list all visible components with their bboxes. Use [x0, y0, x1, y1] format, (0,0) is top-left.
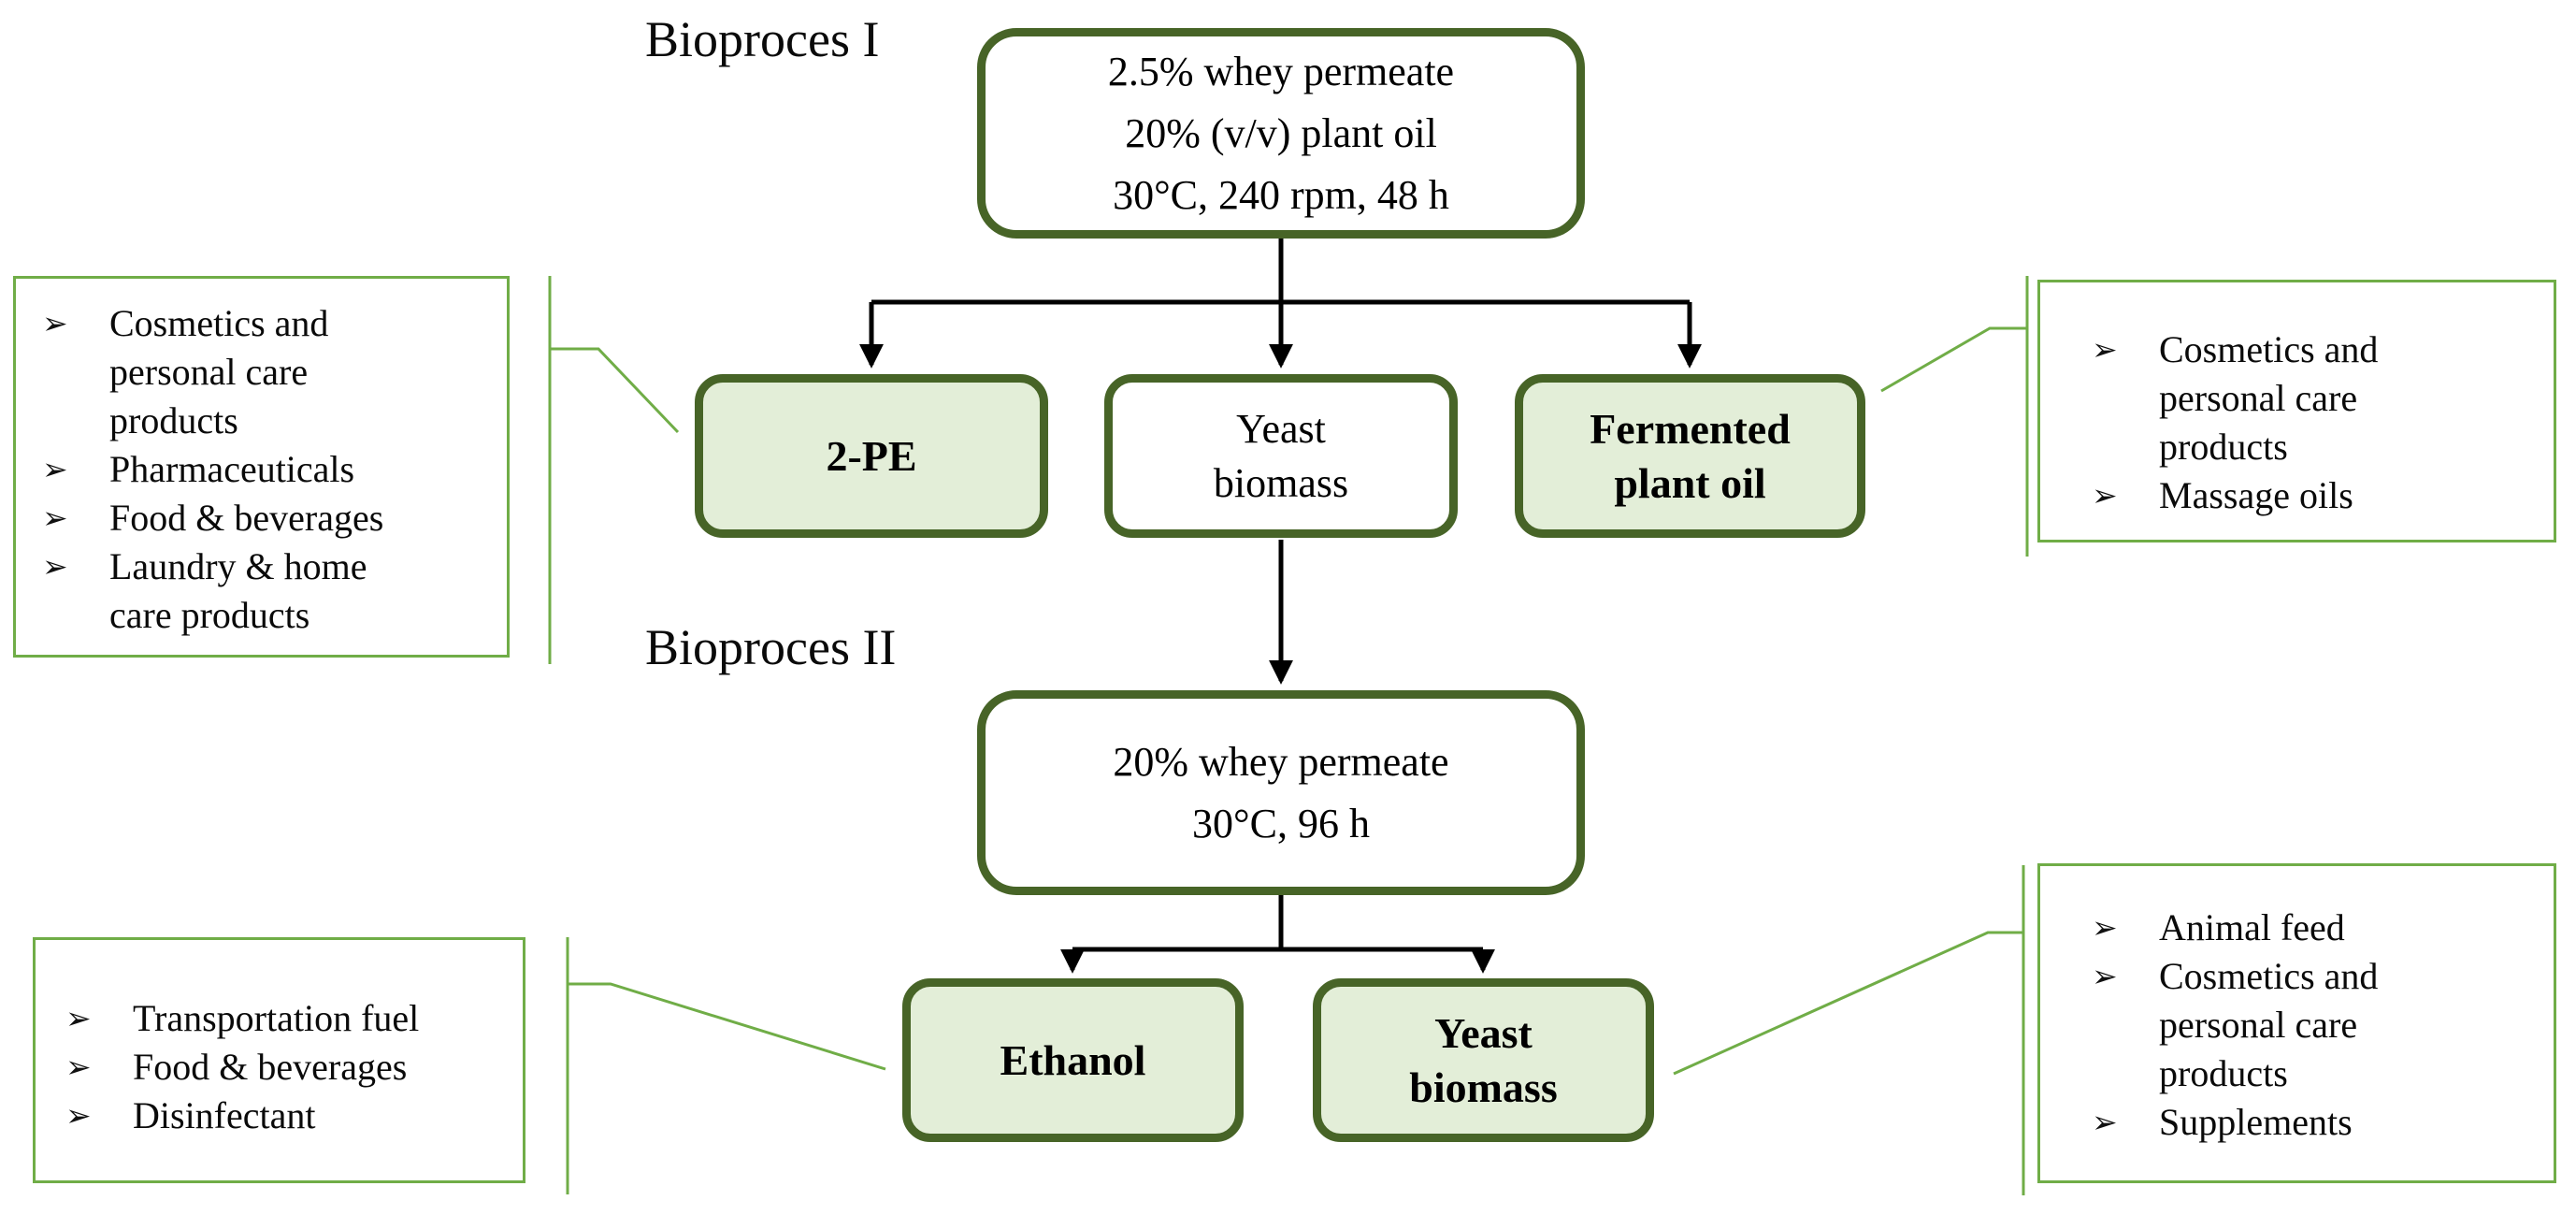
- product-box-yeast-biomass-2: Yeast biomass: [1313, 978, 1654, 1142]
- product-label-yeast-biomass-2: Yeast biomass: [1409, 1008, 1558, 1111]
- applications-list-yeast-biomass: ➢ Animal feed ➢ Cosmetics and personal c…: [2092, 904, 2554, 1147]
- list-item: ➢ Food & beverages: [65, 1043, 523, 1092]
- product-label-2pe: 2-PE: [826, 431, 917, 480]
- process2-conditions-text: 20% whey permeate 30°C, 96 h: [1113, 738, 1449, 846]
- list-item: ➢ Animal feed: [2092, 904, 2554, 952]
- list-item: ➢ Pharmaceuticals: [42, 445, 507, 494]
- list-item-text: Supplements: [2159, 1101, 2353, 1143]
- applications-box-2pe: ➢ Cosmetics and personal care products ➢…: [13, 276, 510, 658]
- applications-box-yeast-biomass: ➢ Animal feed ➢ Cosmetics and personal c…: [2037, 863, 2556, 1183]
- list-item: ➢ Cosmetics and personal care products: [42, 299, 507, 445]
- process1-conditions-box: 2.5% whey permeate 20% (v/v) plant oil 3…: [977, 28, 1585, 239]
- product-box-fermented-plant-oil: Fermented plant oil: [1515, 374, 1865, 538]
- applications-box-ethanol: ➢ Transportation fuel ➢ Food & beverages…: [33, 937, 525, 1183]
- callout-leader-yeast-biomass2: [1673, 931, 2023, 1076]
- arrow-bullet-icon: ➢: [42, 548, 68, 585]
- list-item-text: Transportation fuel: [133, 997, 420, 1039]
- list-item-text: Cosmetics and personal care products: [2159, 328, 2379, 468]
- callout-leader-2pe: [550, 347, 680, 434]
- product-box-yeast-biomass-1: Yeast biomass: [1104, 374, 1458, 538]
- process2-conditions-box: 20% whey permeate 30°C, 96 h: [977, 690, 1585, 895]
- list-item-text: Pharmaceuticals: [109, 448, 355, 490]
- arrow-bullet-icon: ➢: [65, 1049, 92, 1085]
- process2-title: Bioproces II: [645, 619, 897, 675]
- list-item-text: Laundry & home care products: [109, 545, 367, 636]
- list-item-text: Cosmetics and personal care products: [109, 302, 329, 441]
- list-item: ➢ Cosmetics and personal care products: [2092, 952, 2554, 1098]
- arrow-bullet-icon: ➢: [42, 499, 68, 536]
- list-item: ➢ Cosmetics and personal care products: [2092, 325, 2554, 471]
- callout-leader-ethanol: [568, 982, 886, 1071]
- list-item: ➢ Disinfectant: [65, 1092, 523, 1140]
- list-item-text: Food & beverages: [133, 1046, 408, 1088]
- process1-conditions-text: 2.5% whey permeate 20% (v/v) plant oil 3…: [1107, 48, 1455, 218]
- list-item-text: Massage oils: [2159, 474, 2353, 516]
- arrow-bullet-icon: ➢: [42, 451, 68, 487]
- list-item-text: Cosmetics and personal care products: [2159, 955, 2379, 1094]
- applications-list-2pe: ➢ Cosmetics and personal care products ➢…: [42, 299, 507, 640]
- arrow-bullet-icon: ➢: [2092, 909, 2118, 946]
- list-item-text: Animal feed: [2159, 906, 2345, 948]
- product-label-fermented-plant-oil: Fermented plant oil: [1590, 404, 1791, 507]
- list-item: ➢ Food & beverages: [42, 494, 507, 542]
- process1-title: Bioproces I: [645, 11, 880, 67]
- list-item: ➢ Laundry & home care products: [42, 542, 507, 640]
- product-box-2pe: 2-PE: [695, 374, 1048, 538]
- arrow-bullet-icon: ➢: [65, 1000, 92, 1036]
- product-label-yeast-biomass-1: Yeast biomass: [1213, 405, 1349, 506]
- list-item: ➢ Massage oils: [2092, 471, 2554, 520]
- applications-list-ethanol: ➢ Transportation fuel ➢ Food & beverages…: [65, 994, 523, 1140]
- product-label-ethanol: Ethanol: [1000, 1035, 1146, 1084]
- arrow-bullet-icon: ➢: [42, 305, 68, 341]
- arrow-bullet-icon: ➢: [2092, 958, 2118, 994]
- arrow-bullet-icon: ➢: [2092, 331, 2118, 368]
- product-box-ethanol: Ethanol: [902, 978, 1244, 1142]
- list-item-text: Food & beverages: [109, 497, 384, 539]
- arrow-bullet-icon: ➢: [2092, 1104, 2118, 1140]
- applications-list-fermented-oil: ➢ Cosmetics and personal care products ➢…: [2092, 325, 2554, 520]
- list-item: ➢ Transportation fuel: [65, 994, 523, 1043]
- callout-leader-fermented-oil: [1880, 326, 2027, 393]
- applications-box-fermented-oil: ➢ Cosmetics and personal care products ➢…: [2037, 280, 2556, 542]
- arrow-bullet-icon: ➢: [65, 1097, 92, 1134]
- list-item: ➢ Supplements: [2092, 1098, 2554, 1147]
- arrow-bullet-icon: ➢: [2092, 477, 2118, 513]
- list-item-text: Disinfectant: [133, 1094, 316, 1136]
